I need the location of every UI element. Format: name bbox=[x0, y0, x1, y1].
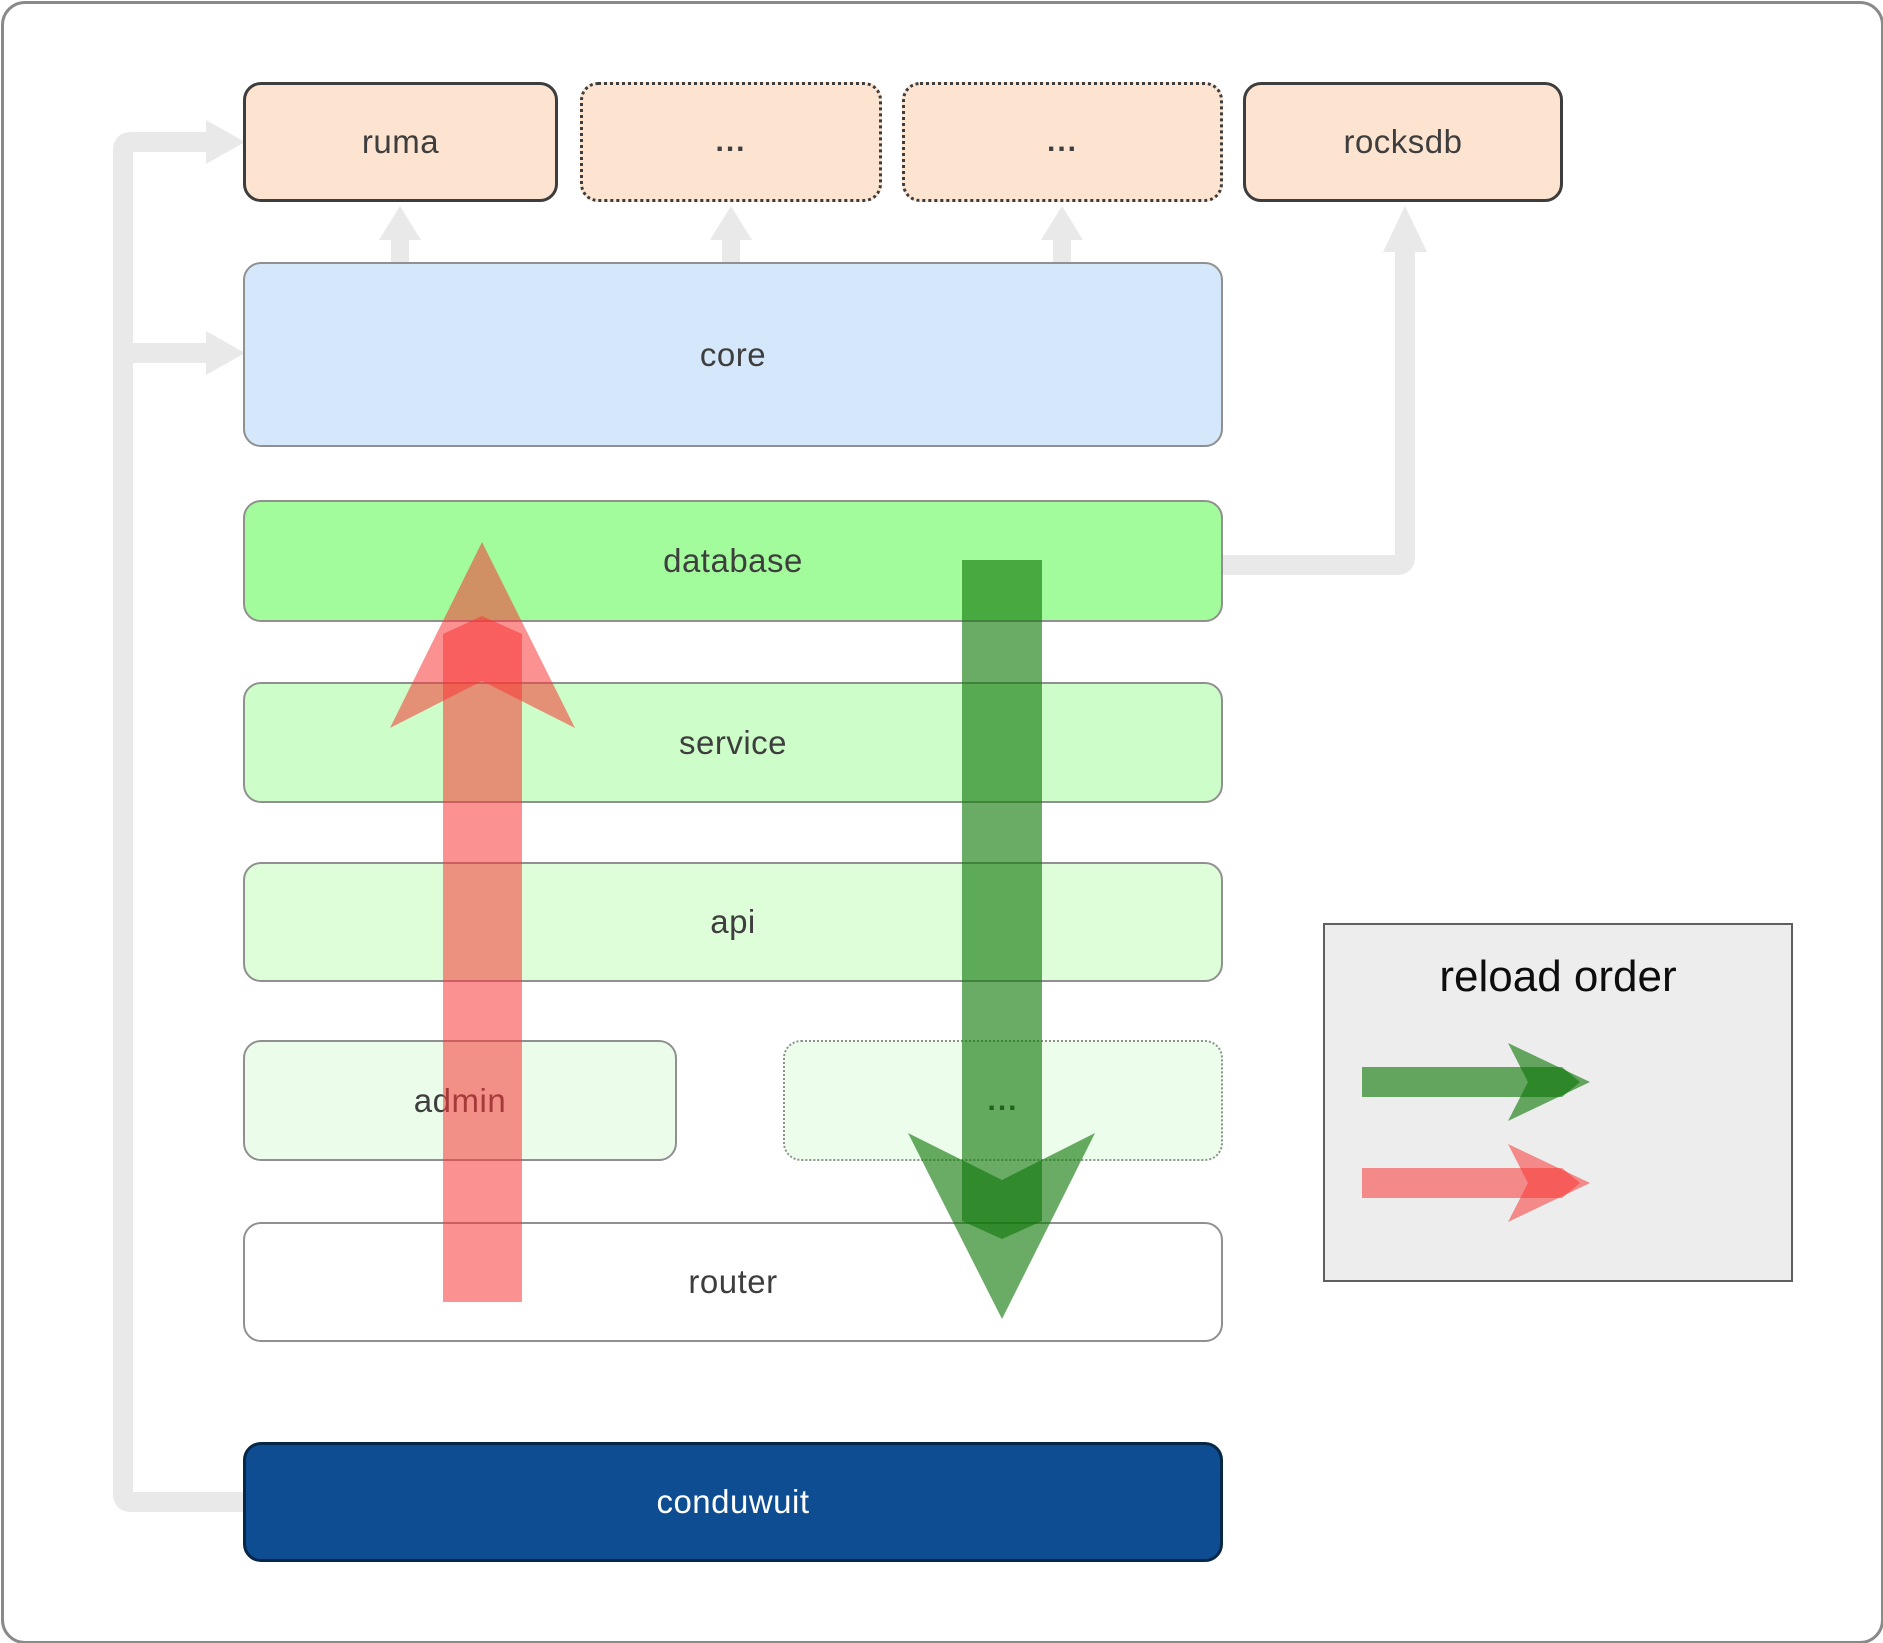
node-admin-ellipsis-label: ... bbox=[987, 1083, 1019, 1117]
core-to-ruma-shaft bbox=[391, 238, 409, 264]
node-api: api bbox=[243, 862, 1223, 982]
core-to-ellipsis-a-arrowhead bbox=[710, 206, 752, 240]
node-admin: admin bbox=[243, 1040, 677, 1161]
core-to-ruma-arrowhead bbox=[379, 206, 421, 240]
legend-title: reload order bbox=[1439, 952, 1677, 1001]
node-router-label: router bbox=[688, 1263, 778, 1300]
node-ellipsis-a: ... bbox=[580, 82, 882, 202]
node-conduwuit: conduwuit bbox=[243, 1442, 1223, 1562]
node-service-label: service bbox=[678, 723, 788, 761]
node-admin-label: admin bbox=[413, 1081, 507, 1119]
node-rocksdb: rocksdb bbox=[1243, 82, 1563, 202]
node-ellipsis-a-label: ... bbox=[715, 125, 747, 158]
core-to-ellipsis-b-shaft bbox=[1053, 238, 1071, 264]
node-ruma-label: ruma bbox=[361, 123, 440, 160]
node-api-label: api bbox=[710, 903, 756, 940]
core-to-ellipsis-a-shaft bbox=[722, 238, 740, 264]
node-database-label: database bbox=[663, 542, 803, 579]
node-core-label: core bbox=[699, 335, 767, 373]
node-ruma: ruma bbox=[243, 82, 558, 202]
arrowhead-into-core bbox=[206, 331, 245, 375]
node-router: router bbox=[243, 1222, 1223, 1342]
node-database: database bbox=[243, 500, 1223, 622]
conduwuit-to-ruma-connector bbox=[113, 132, 243, 1512]
node-ellipsis-b-label: ... bbox=[1046, 125, 1078, 158]
database-to-rocksdb-connector bbox=[1223, 250, 1415, 575]
arrowhead-into-rocksdb bbox=[1383, 206, 1427, 252]
node-conduwuit-label: conduwuit bbox=[656, 1483, 810, 1520]
node-ellipsis-b: ... bbox=[902, 82, 1223, 202]
arrowhead-into-ruma bbox=[206, 120, 245, 164]
core-to-ellipsis-b-arrowhead bbox=[1041, 206, 1083, 240]
legend: reload order bbox=[1323, 923, 1793, 1282]
node-service: service bbox=[243, 682, 1223, 803]
node-core: core bbox=[243, 262, 1223, 447]
node-admin-ellipsis: ... bbox=[783, 1040, 1223, 1161]
node-rocksdb-label: rocksdb bbox=[1343, 123, 1463, 160]
